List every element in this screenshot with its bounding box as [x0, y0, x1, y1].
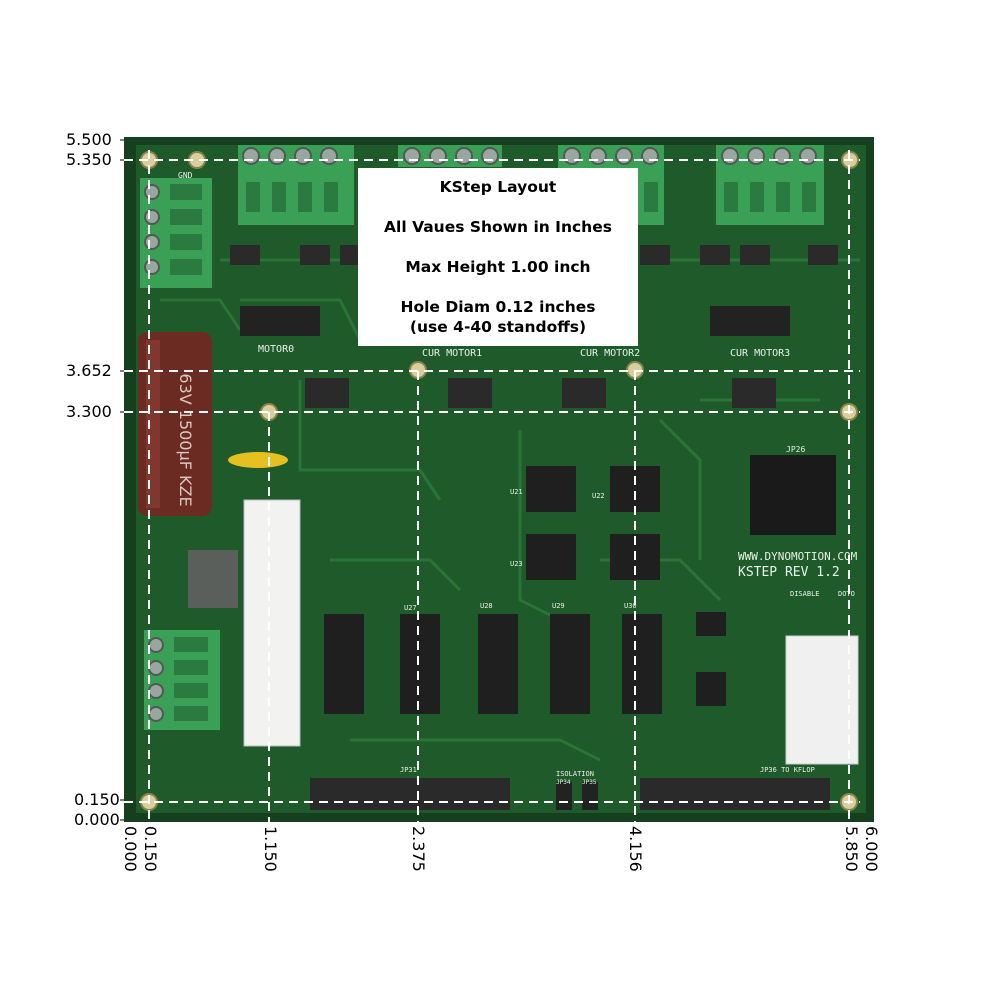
silk-jp36: JP36 TO KFLOP	[760, 766, 815, 774]
svg-text:63V 1500µF KZE: 63V 1500µF KZE	[176, 373, 195, 506]
silk-doto: DOTO	[838, 590, 855, 598]
x-label-0150: 0.150	[141, 826, 160, 872]
y-label-5500: 5.500	[66, 130, 112, 149]
silk-u23: U23	[510, 560, 523, 568]
silk-revision: KSTEP REV 1.2	[738, 565, 840, 580]
silk-u22: U22	[592, 492, 605, 500]
silk-jp26: JP26	[786, 445, 805, 454]
silk-disable: DISABLE	[790, 590, 820, 598]
dimension-lines	[124, 150, 860, 822]
silk-motor3: CUR MOTOR3	[730, 348, 790, 359]
dip-ics	[324, 612, 726, 714]
y-label-0000: 0.000	[74, 810, 120, 829]
silk-jp34: JP34	[556, 779, 571, 786]
silk-u29: U29	[552, 602, 565, 610]
layout-info-box: KStep Layout All Vaues Shown in Inches M…	[358, 168, 638, 346]
silk-isolation: ISOLATION	[556, 770, 594, 778]
jumper-headers	[240, 306, 836, 810]
power-connector	[785, 635, 859, 765]
silk-motor0: MOTOR0	[258, 344, 294, 355]
silk-u30: U30	[624, 602, 637, 610]
x-label-1150: 1.150	[261, 826, 280, 872]
y-label-0150: 0.150	[74, 790, 120, 809]
x-label-6000: 6.000	[862, 826, 881, 872]
left-bottom-terminal	[144, 630, 220, 730]
voltage-regulator	[188, 550, 238, 608]
power-resistor	[243, 499, 301, 747]
left-power-terminal	[140, 178, 212, 288]
y-label-3652: 3.652	[66, 361, 112, 380]
silk-motor2: CUR MOTOR2	[580, 348, 640, 359]
x-label-5850: 5.850	[842, 826, 861, 872]
silk-motor1: CUR MOTOR1	[422, 348, 482, 359]
silk-u28: U28	[480, 602, 493, 610]
info-hole-note-2: (use 4-40 standoffs)	[409, 318, 587, 336]
motor-driver-chips	[230, 245, 838, 408]
x-label-4156: 4.156	[626, 826, 645, 872]
info-hole-note-1: Hole Diam 0.12 inches	[400, 298, 596, 316]
info-title: KStep Layout	[439, 178, 557, 196]
silk-jp35: JP35	[582, 779, 597, 786]
tick-leaders	[120, 139, 124, 821]
y-label-5350: 5.350	[66, 150, 112, 169]
silk-u21: U21	[510, 488, 523, 496]
silk-gnd: GND	[178, 171, 193, 180]
x-label-2375: 2.375	[409, 826, 428, 872]
silk-website: WWW.DYNOMOTION.COM	[738, 550, 858, 563]
y-label-3300: 3.300	[66, 402, 112, 421]
info-height-note: Max Height 1.00 inch	[405, 258, 591, 276]
silk-jp31: JP31	[400, 766, 417, 774]
info-units-note: All Vaues Shown in Inches	[384, 218, 612, 236]
x-label-0000: 0.000	[121, 826, 140, 872]
yellow-capacitor	[228, 452, 288, 468]
silk-u27: U27	[404, 604, 417, 612]
